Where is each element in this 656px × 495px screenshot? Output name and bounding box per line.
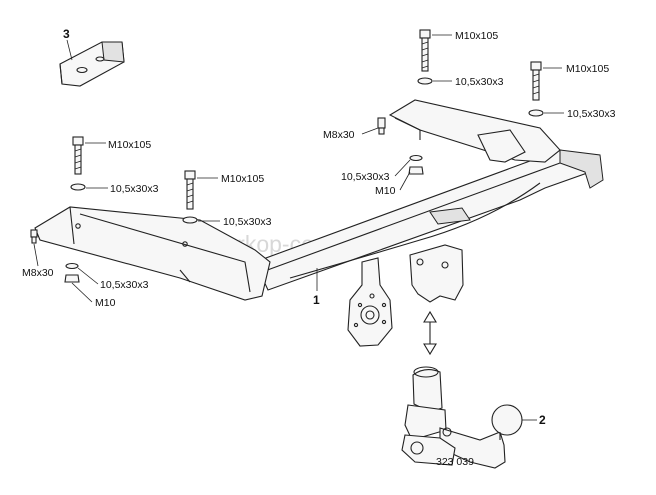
label-bolt-m10x105-d: M10x105	[221, 173, 264, 185]
fastener-group-right	[361, 29, 564, 191]
label-nut-m10-right: M10	[375, 185, 396, 197]
label-bolt-m10x105-a: M10x105	[455, 30, 498, 42]
main-beam-part-1	[34, 99, 604, 347]
label-nut-m10-left: M10	[95, 297, 116, 309]
label-washer-a: 10,5x30x3	[455, 76, 504, 88]
label-bolt-m10x105-c: M10x105	[108, 139, 151, 151]
fastener-group-left	[30, 136, 220, 303]
label-bolt-m8x30-right: M8x30	[323, 129, 355, 141]
label-washer-b: 10,5x30x3	[567, 108, 616, 120]
callout-2: 2	[539, 413, 546, 427]
callout-3: 3	[63, 27, 70, 41]
label-bolt-m10x105-b: M10x105	[566, 63, 609, 75]
bracket-part-3	[59, 39, 125, 87]
assembly-arrow	[423, 310, 437, 356]
tow-ball-part-2	[401, 366, 523, 469]
label-bolt-m8x30-left: M8x30	[22, 267, 54, 279]
callout-1: 1	[313, 293, 320, 307]
label-washer-d: 10,5x30x3	[223, 216, 272, 228]
label-washer-c: 10,5x30x3	[110, 183, 159, 195]
part-number-label: 323 039	[436, 456, 474, 468]
label-washer-left: 10,5x30x3	[100, 279, 149, 291]
label-washer-right: 10,5x30x3	[341, 171, 390, 183]
